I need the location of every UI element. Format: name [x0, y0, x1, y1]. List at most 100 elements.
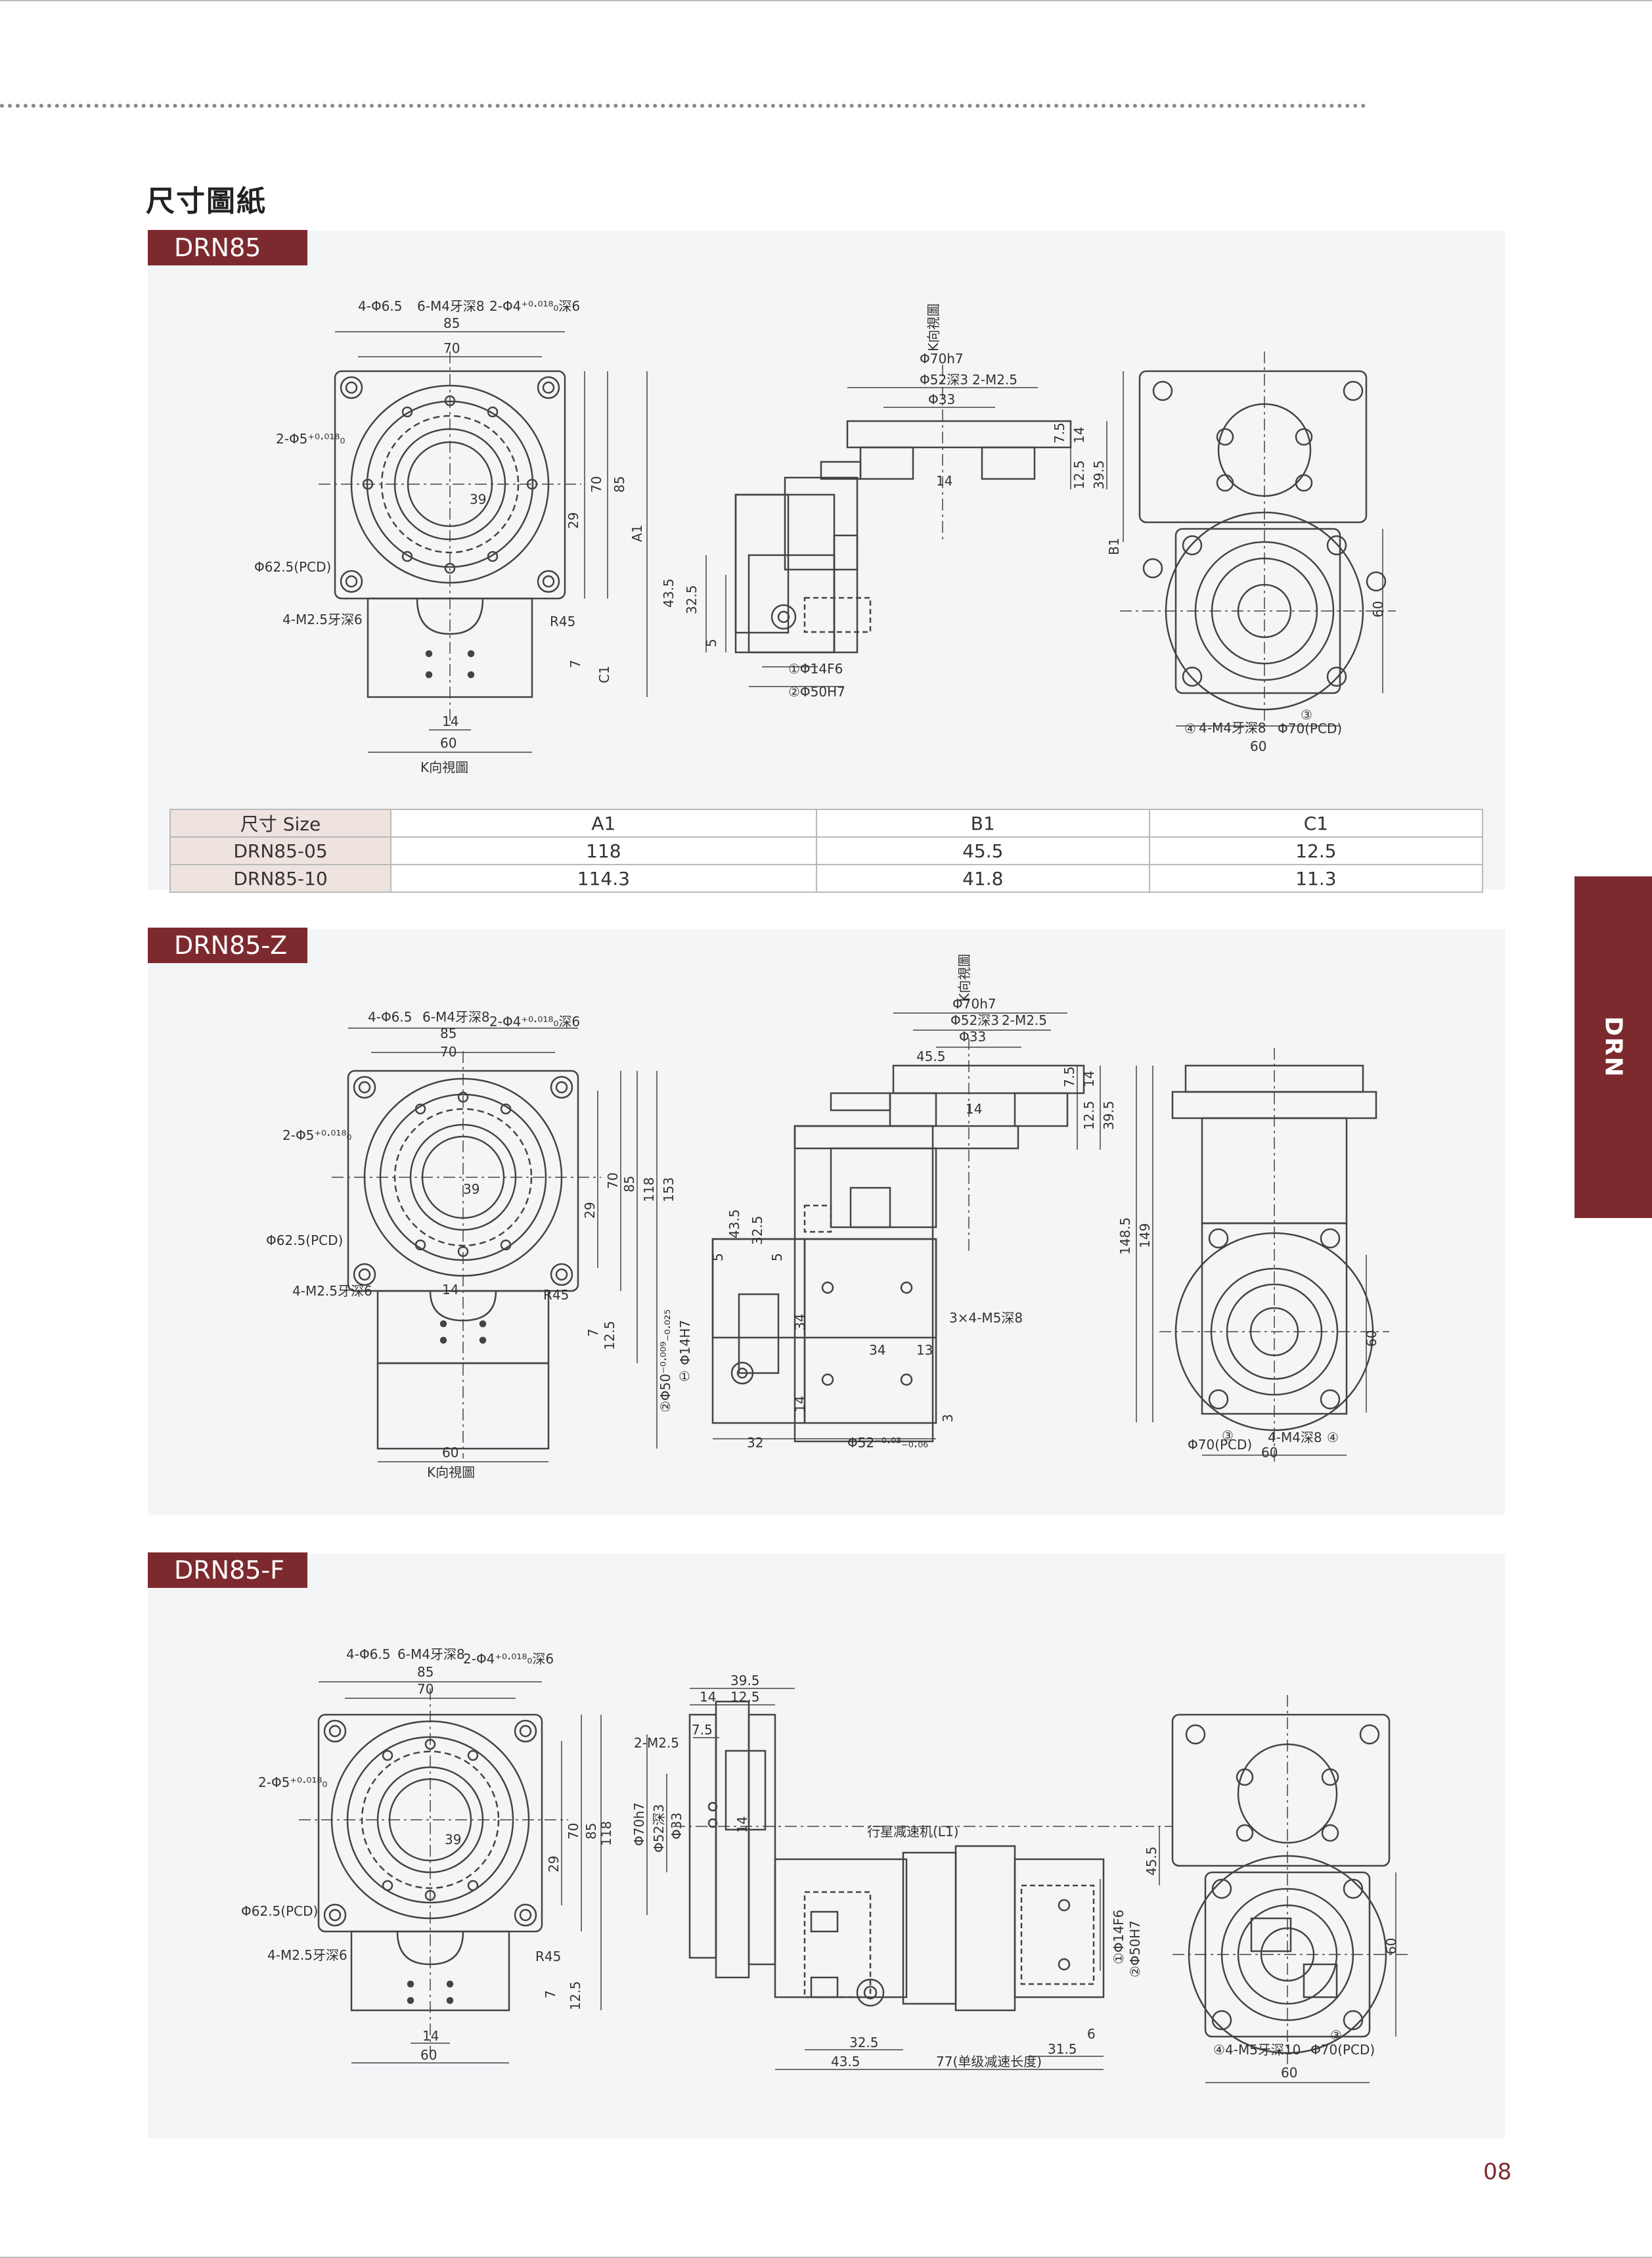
drn85f-side-label: ②Φ50H7	[1127, 1920, 1143, 1977]
drn85-side-label: ②Φ50H7	[788, 684, 845, 700]
drn85z-front-label: 70	[440, 1044, 457, 1060]
drn85f-end-label: 45.5	[1144, 1846, 1159, 1876]
drn85f-side-label: 7.5	[692, 1722, 713, 1738]
drn85f-side-label: 43.5	[831, 2054, 860, 2069]
drn85f-side-label: Φ52深3	[651, 1804, 667, 1853]
drn85-front-label: 60	[440, 735, 457, 751]
drn85z-front-label: 14	[442, 1282, 458, 1298]
drn85z-side-label: Φ14H7	[677, 1320, 693, 1365]
drn85z-front-view	[332, 1027, 658, 1462]
drn85f-front-view	[299, 1681, 602, 2064]
drn85-drawing: 4-Φ6.5 6-M4牙深8 2-Φ4⁺⁰·⁰¹⁸₀深6 85 70 2-Φ5⁺…	[254, 298, 1396, 775]
drn85z-front-label: 70	[605, 1173, 621, 1189]
drn85-front-label: 2-Φ4⁺⁰·⁰¹⁸₀深6	[489, 298, 580, 314]
drn85f-end-view	[1159, 1695, 1409, 2083]
drn85f-front-label: 85	[417, 1664, 434, 1680]
drn85f-side-label: 行星减速机(L1)	[867, 1824, 958, 1840]
drn85z-side-label: 32.5	[749, 1215, 765, 1245]
drn85z-front-label: Φ62.5(PCD)	[266, 1232, 343, 1248]
size-table-header: 尺寸 Size	[169, 809, 391, 838]
page-title: 尺寸圖紙	[146, 185, 267, 218]
drn85-side-label: 5	[703, 639, 719, 647]
drn85-front-label: 2-Φ5⁺⁰·⁰¹⁸₀	[276, 431, 345, 447]
size-table-header: A1	[390, 809, 817, 838]
drn85z-side-label: 3×4-M5深8	[949, 1310, 1023, 1326]
size-table-header: B1	[815, 809, 1150, 838]
drn85z-side-label: 43.5	[726, 1209, 742, 1238]
side-tab-drn[interactable]: DRN	[1574, 876, 1652, 1218]
size-table-row: DRN85-05 118 45.5 12.5	[169, 836, 1484, 865]
size-table-cell: 11.3	[1148, 864, 1484, 893]
size-table-cell: DRN85-10	[169, 864, 391, 893]
drn85-end-view	[1120, 351, 1396, 727]
drn85z-end-label: 60	[1261, 1445, 1278, 1460]
drn85z-side-label: 39.5	[1101, 1100, 1117, 1130]
drn85f-front-label: 29	[546, 1856, 562, 1872]
drn85f-front-label: 118	[598, 1821, 614, 1846]
section-drn85z-panel	[148, 929, 1505, 1515]
drn85f-side-label: 14	[700, 1689, 716, 1705]
drn85z-side-label: Φ70h7	[952, 996, 996, 1012]
drn85-side-label: 43.5	[661, 578, 677, 608]
drn85z-side-label: Φ52深3	[950, 1012, 999, 1028]
page-top-border	[0, 0, 1652, 1]
drn85-front-label: 7	[568, 660, 583, 668]
drn85-front-label: A1	[629, 525, 645, 542]
section-tag-drn85z: DRN85-Z	[148, 928, 307, 963]
drn85f-end-label: ④	[1213, 2042, 1225, 2058]
drn85-front-label: 85	[443, 315, 460, 331]
drn85z-front-label: K向視圖	[427, 1464, 475, 1480]
drn85z-side-label: 14	[1081, 1071, 1097, 1087]
drn85-side-label: Φ52深3	[920, 372, 968, 388]
drn85-end-label: B1	[1106, 538, 1122, 555]
drn85z-side-label: 45.5	[916, 1049, 946, 1064]
drn85z-front-label: 12.5	[602, 1321, 617, 1350]
drn85f-end-label: 4-M5牙深10	[1225, 2042, 1301, 2058]
drn85z-front-label: 4-M2.5牙深6	[292, 1283, 372, 1299]
drn85z-side-label: Φ52⁻⁰·⁰³₋₀.₀₆	[847, 1435, 928, 1451]
section-drn85f-panel	[148, 1554, 1505, 2138]
drn85z-side-label: 149	[1137, 1223, 1153, 1248]
drn85z-front-label: 2-Φ5⁺⁰·⁰¹⁸₀	[282, 1127, 351, 1143]
drn85-front-label: 4-M2.5牙深6	[282, 612, 363, 627]
drn85-front-label: 70	[589, 476, 604, 493]
drn85f-drawing: 4-Φ6.5 6-M4牙深8 2-Φ4⁺⁰·⁰¹⁸₀深6 85 70 2-Φ5⁺…	[241, 1646, 1409, 2083]
drn85f-side-label: ①Φ14F6	[1111, 1910, 1127, 1964]
drn85z-front-label: 39	[463, 1181, 480, 1197]
drn85f-side-label: 77(单级减速长度)	[936, 2054, 1042, 2069]
drn85z-side-label: 14	[966, 1101, 982, 1117]
drn85-side-label: 7.5	[1052, 422, 1067, 443]
drn85z-end-view	[1159, 1048, 1389, 1465]
size-table-header-row: 尺寸 Size A1 B1 C1	[169, 809, 1484, 838]
drn85-side-label: 12.5	[1071, 460, 1087, 489]
drn85z-side-label: K向視圖	[956, 954, 972, 1002]
drn85z-front-label: 60	[442, 1445, 458, 1460]
drn85f-end-label: ③	[1330, 2027, 1342, 2043]
drn85-side-label: K向視圖	[926, 304, 941, 351]
drn85z-side-view	[711, 1012, 1153, 1443]
drn85z-drawing: 4-Φ6.5 6-M4牙深8 2-Φ4⁺⁰·⁰¹⁸₀深6 85 70 2-Φ5⁺…	[266, 954, 1389, 1480]
drn85-front-label: K向視圖	[420, 759, 468, 775]
drn85z-front-label: 29	[582, 1202, 598, 1219]
drn85-end-label: 60	[1250, 738, 1266, 754]
drn85z-end-label: 60	[1364, 1330, 1379, 1347]
drn85z-side-label: 32	[747, 1435, 763, 1451]
drn85f-front-label: 6-M4牙深8	[397, 1646, 465, 1662]
drn85f-side-label: 39.5	[730, 1673, 760, 1688]
drn85f-end-label: 60	[1281, 2065, 1297, 2081]
drn85z-front-label: 85	[440, 1026, 457, 1041]
drn85f-front-label: 70	[417, 1681, 434, 1697]
drn85-end-label: 4-M4牙深8	[1199, 720, 1266, 736]
drn85-side-view	[705, 365, 1107, 687]
drn85-end-label: 60	[1370, 601, 1386, 618]
drn85z-front-label: 118	[641, 1177, 657, 1202]
drn85-side-label: 39.5	[1091, 460, 1107, 489]
size-table: 尺寸 Size A1 B1 C1 DRN85-05 118 45.5 12.5 …	[169, 809, 1484, 893]
size-table-row: DRN85-10 114.3 41.8 11.3	[169, 864, 1484, 893]
drn85-front-label: R45	[550, 614, 575, 629]
section-tag-drn85: DRN85	[148, 230, 307, 265]
drn85-side-label: 14	[936, 473, 952, 489]
side-tab-label: DRN	[1599, 1016, 1627, 1078]
drn85f-side-label: 14	[734, 1817, 750, 1833]
size-table-cell: 41.8	[815, 864, 1150, 893]
